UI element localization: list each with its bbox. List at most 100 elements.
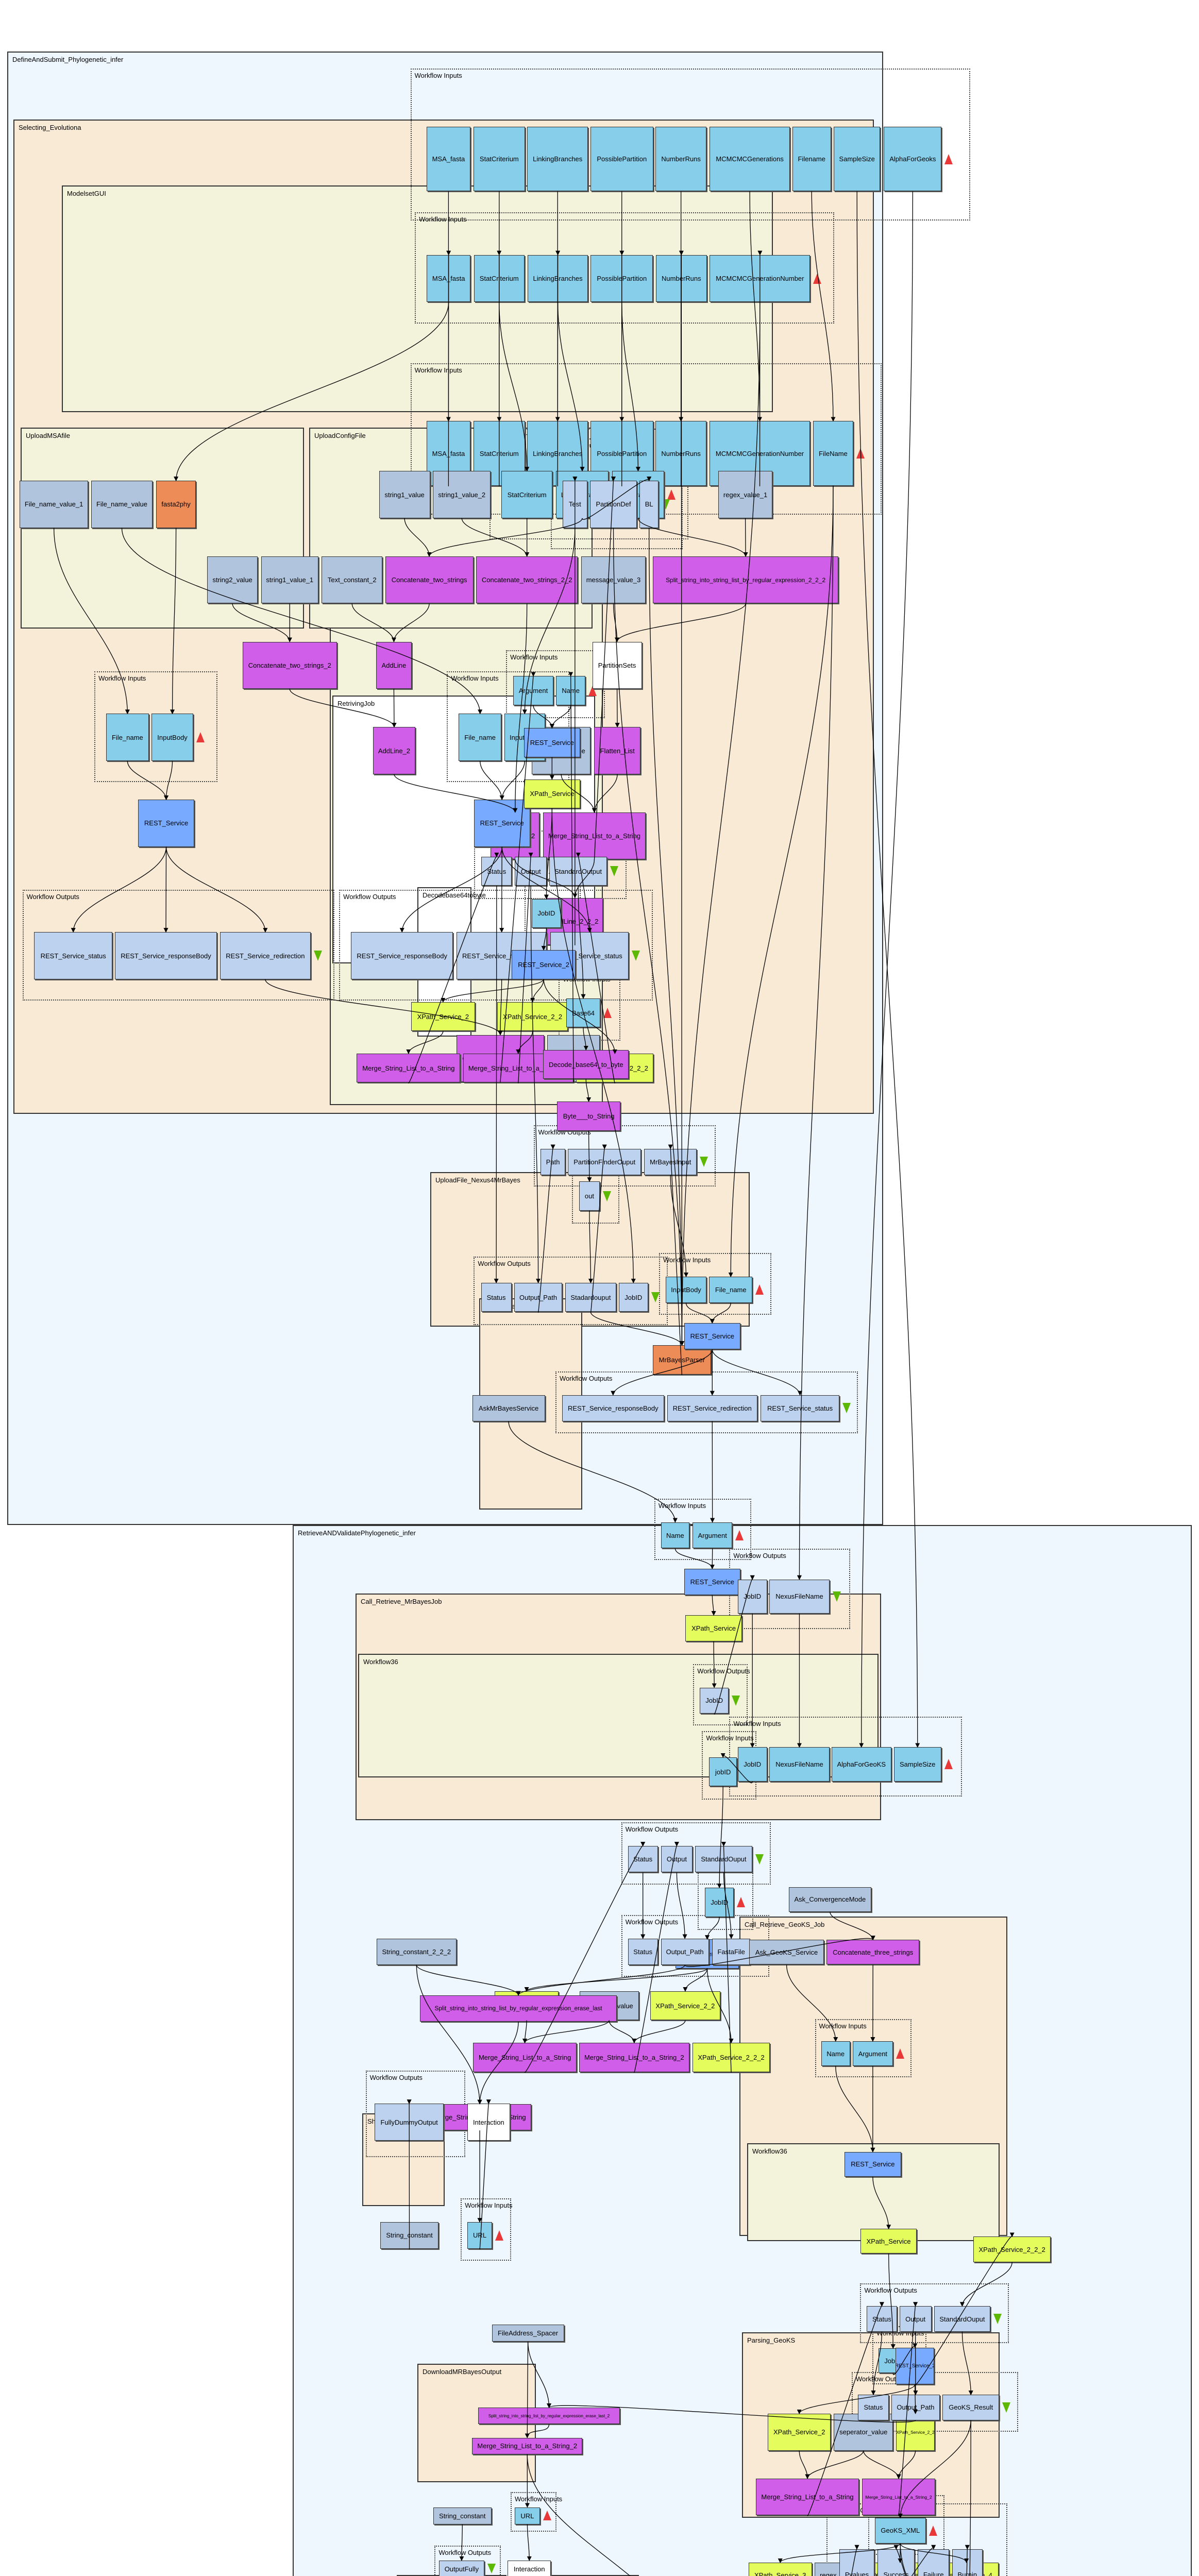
output-port-geoks-result[interactable]: GeoKS_Result: [942, 2395, 1000, 2420]
output-port-outputfully[interactable]: OutputFully: [438, 2560, 485, 2576]
input-port-file-name[interactable]: File_name: [459, 714, 502, 761]
output-port-jobid[interactable]: JobID: [737, 1579, 767, 1614]
input-port-samplesize[interactable]: SampleSize: [834, 127, 880, 192]
input-port-jobid[interactable]: JobID: [704, 1888, 734, 1917]
output-port-status[interactable]: Status: [858, 2395, 889, 2420]
input-port-name[interactable]: Name: [821, 2041, 850, 2066]
processor-xpath-service-2-2-2[interactable]: XPath_Service_2_2_2: [973, 2236, 1051, 2262]
processor-askmrbayesservice[interactable]: AskMrBayesService: [472, 1395, 545, 1421]
processor-rest-service-2[interactable]: REST_Service_2: [512, 950, 576, 979]
input-port-file-name[interactable]: File_name: [106, 714, 149, 761]
output-port-stadardouput[interactable]: Stadardouput: [565, 1283, 616, 1312]
processor-string-constant[interactable]: String_constant: [380, 2222, 438, 2249]
processor-split-string-into-string-list-by-regular-expression-erase-last-2[interactable]: Split_string_into_string_list_by_regular…: [478, 2408, 620, 2425]
input-port-msa-fasta[interactable]: MSA_fasta: [426, 127, 470, 192]
input-port-jobid[interactable]: jobID: [709, 1757, 737, 1787]
output-port-rest-service-redirection[interactable]: REST_Service_redirection: [667, 1395, 758, 1421]
output-port-burnin[interactable]: Burnin: [952, 2549, 983, 2576]
processor-text-constant-2[interactable]: Text_constant_2: [322, 556, 383, 604]
output-port-status[interactable]: Status: [481, 1283, 512, 1312]
output-port-rest-service-status[interactable]: REST_Service_status: [761, 1395, 839, 1421]
output-port-bl[interactable]: BL: [639, 481, 659, 528]
processor-xpath-service-2[interactable]: XPath_Service_2: [767, 2413, 831, 2451]
input-port-mcmcmcgenerations[interactable]: MCMCMCGenerations: [709, 127, 790, 192]
processor-interaction[interactable]: Interaction: [467, 2104, 510, 2141]
input-port-alphaforgeoks[interactable]: AlphaForGeoKS: [831, 1747, 891, 1782]
output-port-status[interactable]: Status: [866, 2306, 898, 2332]
output-port-pvalues[interactable]: Pvalues: [839, 2549, 874, 2576]
input-port-msa-fasta[interactable]: MSA_fasta: [427, 255, 471, 302]
input-port-url[interactable]: URL: [467, 2222, 493, 2249]
processor-merge-string-list-to-a-string[interactable]: Merge_String_List_to_a_String: [357, 1054, 461, 1083]
processor-merge-string-list-to-a-string[interactable]: Merge_String_List_to_a_String: [543, 812, 646, 860]
input-port-jobid[interactable]: JobID: [532, 899, 561, 928]
processor-rest-service[interactable]: REST_Service: [845, 2151, 901, 2177]
output-port-standardouput[interactable]: StandardOuput: [934, 2306, 991, 2332]
input-port-filename[interactable]: FileName: [813, 421, 853, 486]
input-port-file-name[interactable]: File_name: [709, 1277, 753, 1303]
input-port-geoks-xml[interactable]: GeoKS_XML: [874, 2518, 926, 2544]
processor-mrbayesparser[interactable]: MrBayesParser: [653, 1345, 711, 1375]
processor-byte-to-string[interactable]: Byte___to_String: [556, 1101, 621, 1131]
processor-partitionsets[interactable]: PartitionSets: [592, 641, 642, 689]
processor-string1-value[interactable]: string1_value: [379, 471, 430, 518]
input-port-filename[interactable]: Filename: [792, 127, 831, 192]
input-port-statcriterium[interactable]: StatCriterium: [501, 471, 553, 518]
input-port-inputbody[interactable]: InputBody: [665, 1277, 707, 1303]
processor-string1-value-1[interactable]: string1_value_1: [261, 556, 318, 604]
processor-rest-service[interactable]: REST_Service: [138, 800, 195, 847]
output-port-status[interactable]: Status: [628, 1846, 658, 1873]
input-port-possiblepartition[interactable]: PossiblePartition: [590, 127, 653, 192]
input-port-possiblepartition[interactable]: PossiblePartition: [590, 255, 653, 302]
input-port-linkingbranches[interactable]: LinkingBranches: [528, 255, 588, 302]
output-port-rest-service-redirection[interactable]: REST_Service_redirection: [220, 932, 311, 979]
output-port-status[interactable]: Status: [628, 1938, 658, 1965]
processor-string-constant-2-2-2[interactable]: String_constant_2_2_2: [376, 1938, 457, 1965]
processor-merge-string-list-to-a-string[interactable]: Merge_String_List_to_a_String: [755, 2478, 859, 2516]
output-port-rest-service-status[interactable]: REST_Service_status: [34, 932, 112, 979]
input-port-samplesize[interactable]: SampleSize: [893, 1747, 941, 1782]
input-port-nexusfilename[interactable]: NexusFileName: [769, 1747, 830, 1782]
input-port-statcriterium[interactable]: StatCriterium: [473, 127, 525, 192]
output-port-output[interactable]: Output: [899, 2306, 932, 2332]
output-port-rest-service-responsebody[interactable]: REST_Service_responseBody: [562, 1395, 664, 1421]
processor-split-string-into-string-list-by-regular-expression-2-2-2[interactable]: Split_string_into_string_list_by_regular…: [653, 556, 838, 604]
processor-xpath-service-2[interactable]: XPath_Service_2: [411, 1002, 475, 1031]
processor-merge-string-list-to-a-string-2[interactable]: Merge_String_List_to_a_String_2: [472, 2437, 583, 2454]
output-port-rest-service-responsebody[interactable]: REST_Service_responseBody: [115, 932, 217, 979]
processor-merge-string-list-to-a-string[interactable]: Merge_String_List_to_a_String: [473, 2043, 577, 2072]
processor-rest-service[interactable]: REST_Service: [684, 1323, 740, 1350]
processor-concatenate-two-strings[interactable]: Concatenate_two_strings: [385, 556, 474, 604]
processor-file-name-value-1[interactable]: File_name_value_1: [20, 481, 89, 528]
input-port-jobid[interactable]: JobID: [737, 1747, 767, 1782]
input-port-name[interactable]: Name: [556, 676, 585, 705]
processor-string1-value-2[interactable]: string1_value_2: [433, 471, 491, 518]
output-port-output-path[interactable]: Output_Path: [661, 1938, 709, 1965]
processor-rest-service[interactable]: REST_Service: [474, 800, 530, 847]
processor-rest-service[interactable]: REST_Service: [523, 728, 580, 757]
processor-xpath-service-2-2[interactable]: XPath_Service_2_2: [650, 1991, 721, 2021]
output-port-partitionfinderouput[interactable]: PartitionFinderOuput: [568, 1148, 641, 1175]
processor-ask-geoks-service[interactable]: Ask_GeoKS_Service: [749, 1940, 824, 1965]
input-port-argument[interactable]: Argument: [853, 2041, 893, 2066]
output-port-rest-service-responsebody[interactable]: REST_Service_responseBody: [351, 932, 453, 979]
output-port-mrbayesinput[interactable]: MrBayesInput: [644, 1148, 697, 1175]
output-port-output-path[interactable]: Output_Path: [514, 1283, 563, 1312]
processor-xpath-service[interactable]: XPath_Service: [685, 1615, 742, 1641]
input-port-alphaforgeoks[interactable]: AlphaForGeoks: [884, 127, 942, 192]
output-port-partitiondef[interactable]: PartitionDef: [590, 481, 637, 528]
input-port-inputbody[interactable]: InputBody: [151, 714, 193, 761]
output-port-output-path[interactable]: Output_Path: [891, 2395, 940, 2420]
input-port-mcmcmcgenerationnumber[interactable]: MCMCMCGenerationNumber: [710, 255, 810, 302]
output-port-failure[interactable]: Failure: [918, 2549, 950, 2576]
processor-xpath-service-2-2-2[interactable]: XPath_Service_2_2_2: [693, 2043, 770, 2072]
output-port-out[interactable]: out: [579, 1181, 600, 1211]
output-port-standardouput[interactable]: StandardOuput: [695, 1846, 752, 1873]
processor-concatenate-three-strings[interactable]: Concatenate_three_strings: [826, 1940, 919, 1965]
processor-xpath-service-3[interactable]: XPath_Service_3: [748, 2563, 812, 2576]
processor-merge-string-list-to-a-string-2[interactable]: Merge_String_List_to_a_String_2: [862, 2478, 935, 2516]
input-port-numberruns[interactable]: NumberRuns: [655, 255, 707, 302]
input-port-linkingbranches[interactable]: LinkingBranches: [527, 127, 588, 192]
processor-concatenate-two-strings-2[interactable]: Concatenate_two_strings_2: [242, 641, 337, 689]
processor-string2-value[interactable]: string2_value: [207, 556, 258, 604]
